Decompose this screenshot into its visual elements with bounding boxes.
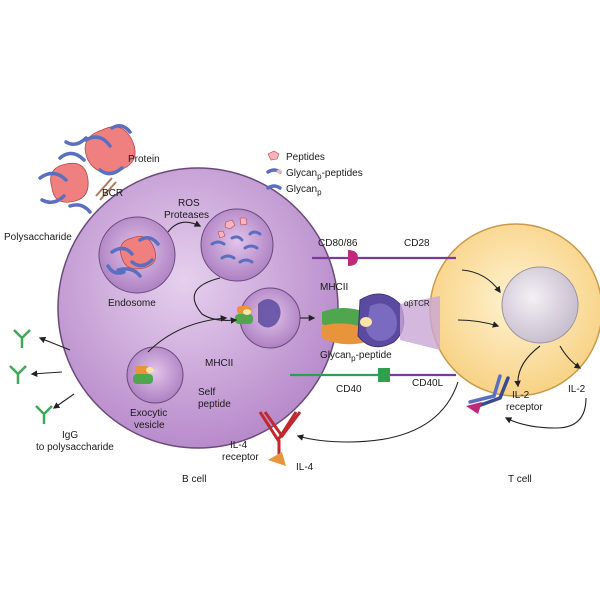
peptide-legend-icon [267,150,280,161]
arrows [30,220,587,443]
label-igg-polysaccharide: to polysaccharide [36,442,114,453]
cd40-cd40l-link [290,368,456,382]
t-cell [429,223,600,397]
protein-polysaccharide-antigen [38,124,136,214]
label-vesicle: vesicle [134,420,165,431]
cd80-cd28-link [312,250,456,266]
legend-glycan: Glycanp [286,184,322,197]
exocytic-vesicle [126,346,184,404]
label-exocytic: Exocytic [130,408,167,419]
endosome [98,216,176,294]
processing-vesicle [200,208,274,282]
label-cd40l: CD40L [412,378,444,389]
label-il2-receptor-1: IL-2 [512,390,530,401]
mhcii-tcr-synapse [322,293,440,350]
label-protein: Protein [128,154,160,165]
il4-icon [268,452,286,466]
legend-peptides: Peptides [286,152,325,163]
label-cd28: CD28 [404,238,430,249]
il2-receptor [466,374,510,414]
label-il4-receptor-1: IL-4 [230,440,248,451]
il4-receptor [258,411,302,466]
label-mhcii-inner: MHCII [205,358,233,369]
il2-icon [466,402,482,414]
label-endosome: Endosome [108,298,156,309]
label-abtcr: αβTCR [404,299,430,308]
glycan-legend-icon [266,184,282,190]
label-polysaccharide: Polysaccharide [4,232,72,243]
label-ros: ROS [178,198,200,209]
igg-antibodies [9,329,53,424]
label-peptide: peptide [198,399,231,410]
label-bcr: BCR [102,188,123,199]
label-glycan-peptide: Glycanp-peptide [320,350,392,363]
label-cd40: CD40 [336,384,362,395]
label-il4: IL-4 [296,462,314,473]
legend [266,150,282,190]
legend-glycan-peptides: Glycanp-peptides [286,168,363,181]
label-proteases: Proteases [164,210,209,221]
label-self: Self [198,387,215,398]
label-t-cell: T cell [508,474,532,485]
t-cell-nucleus [501,266,579,344]
label-il4-receptor-2: receptor [222,452,259,463]
bcr-receptor [95,177,117,201]
label-cd80-86: CD80/86 [318,238,358,249]
label-il2-receptor-2: receptor [506,402,543,413]
label-il2: IL-2 [568,384,586,395]
label-mhcii-surface: MHCII [320,282,348,293]
label-igg: IgG [62,430,78,441]
label-b-cell: B cell [182,474,206,485]
